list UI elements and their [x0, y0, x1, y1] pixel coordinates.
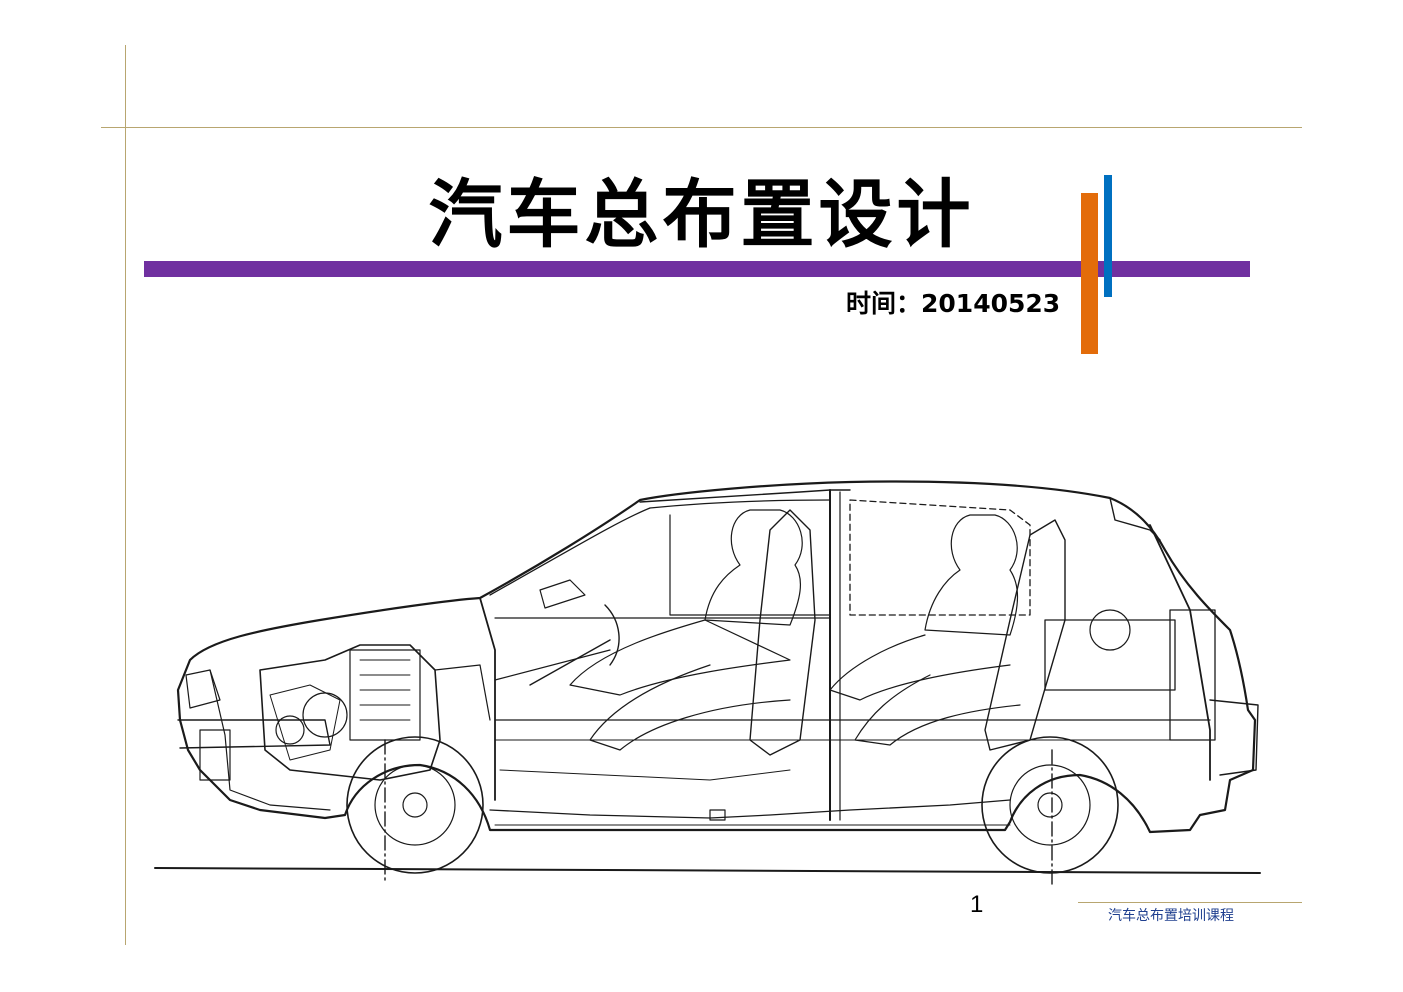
body-outline	[176, 480, 1257, 834]
rear-door-window	[849, 499, 1031, 616]
front-occupant-legs	[589, 664, 791, 751]
rear-wheel	[981, 736, 1119, 874]
rear-bumper	[1209, 699, 1259, 776]
tail-lamp	[1169, 609, 1216, 741]
c-pillar	[1149, 524, 1211, 781]
footer-course-name: 汽车总布置培训课程	[1108, 908, 1234, 924]
rear-seat	[984, 519, 1066, 751]
date-value: 20140523	[921, 289, 1061, 318]
spare-wheel	[1089, 609, 1131, 651]
front-wheel	[346, 736, 484, 874]
front-occupant-arms	[569, 619, 791, 696]
guide-line-horizontal	[101, 127, 1302, 128]
engine-block	[259, 644, 441, 781]
rear-occupant-arms	[829, 634, 1011, 701]
front-door-window	[669, 514, 831, 616]
steering-wheel	[604, 604, 620, 666]
rear-occupant-legs	[854, 674, 1021, 746]
car-cutaway-illustration	[154, 480, 1261, 887]
rear-cargo-box	[1044, 619, 1176, 691]
rear-occupant-head-torso	[924, 514, 1019, 636]
headlamp	[185, 669, 221, 709]
a-pillar	[479, 597, 496, 801]
page-number: 1	[970, 891, 984, 918]
rear-view-mirror	[539, 579, 586, 609]
roofline	[639, 489, 851, 503]
guide-line-vertical	[125, 45, 126, 945]
accent-bar-orange	[1081, 193, 1098, 354]
floor-pan	[489, 799, 1011, 819]
front-occupant-head-torso	[704, 509, 803, 626]
footer-divider	[1078, 902, 1302, 903]
slide-title: 汽车总布置设计	[428, 172, 975, 258]
accent-bar-blue	[1104, 175, 1112, 297]
front-seat	[749, 509, 816, 756]
windshield	[489, 507, 651, 596]
date-line: 时间：20140523	[846, 286, 1076, 322]
front-bumper	[177, 719, 331, 749]
ground-line	[154, 867, 1261, 874]
date-label: 时间：	[846, 289, 922, 318]
rear-spoiler	[1109, 497, 1161, 541]
title-underline-bar	[144, 261, 1250, 277]
